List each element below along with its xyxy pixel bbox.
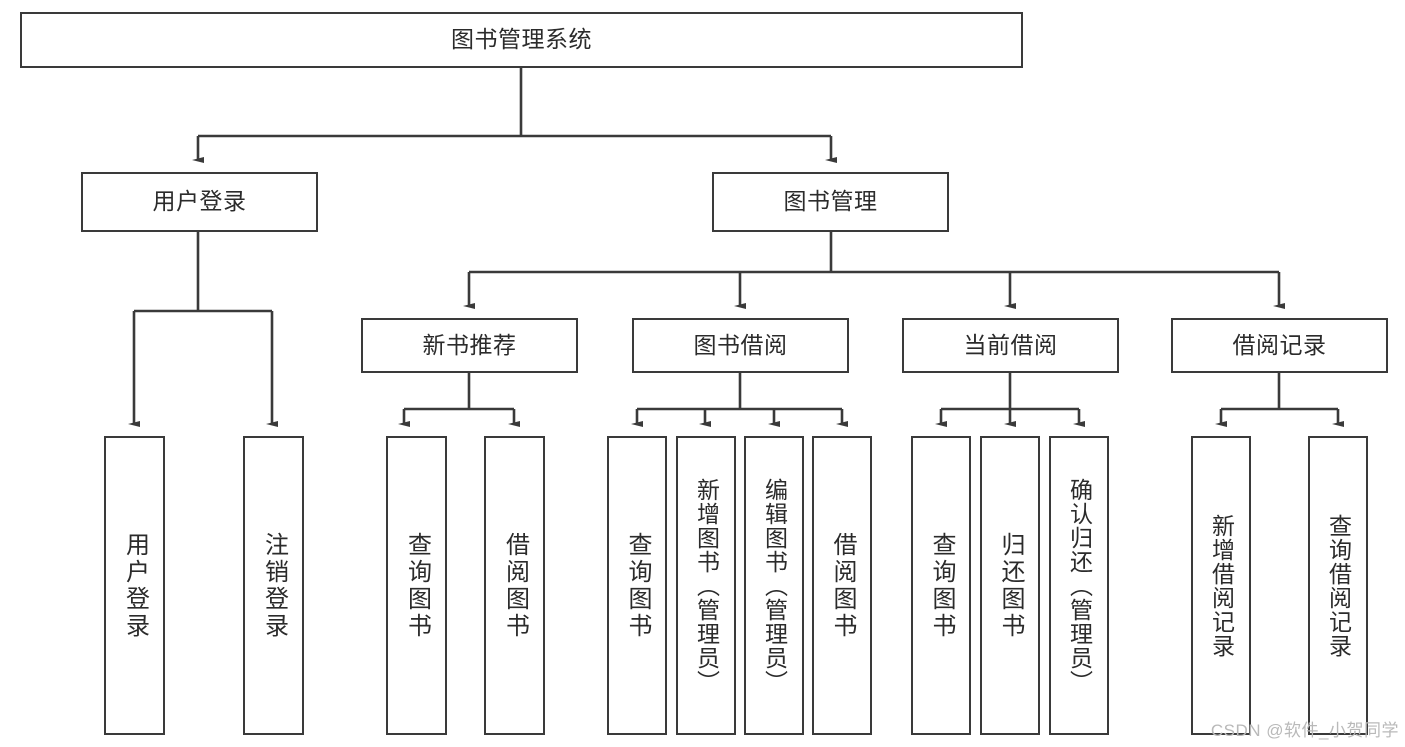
node-leaf-add-borrow-record-label: 新增借阅记录	[1208, 513, 1235, 658]
node-leaf-query-borrow-record-label: 查询借阅记录	[1325, 513, 1352, 658]
node-user-login-label: 用户登录	[152, 188, 247, 215]
node-root-label: 图书管理系统	[451, 26, 592, 53]
node-book-borrow-label: 图书借阅	[693, 331, 788, 358]
node-leaf-add-borrow-record[interactable]: 新增借阅记录	[1191, 436, 1251, 735]
node-leaf-add-book-admin-label: 新增图书（管理员）	[693, 477, 720, 694]
node-leaf-borrow-book-2[interactable]: 借阅图书	[812, 436, 872, 735]
node-leaf-user-login-label: 用户登录	[121, 531, 149, 640]
node-root[interactable]: 图书管理系统	[20, 12, 1023, 68]
node-leaf-confirm-return-admin-label: 确认归还（管理员）	[1066, 477, 1093, 694]
node-leaf-query-book-3[interactable]: 查询图书	[911, 436, 971, 735]
node-leaf-borrow-book-1-label: 借阅图书	[501, 531, 529, 640]
node-leaf-query-book-2-label: 查询图书	[624, 531, 651, 640]
node-book-borrow[interactable]: 图书借阅	[632, 318, 849, 373]
node-leaf-add-book-admin[interactable]: 新增图书（管理员）	[676, 436, 736, 735]
node-leaf-return-book[interactable]: 归还图书	[980, 436, 1040, 735]
node-user-login[interactable]: 用户登录	[81, 172, 318, 232]
node-borrow-records-label: 借阅记录	[1232, 331, 1327, 358]
csdn-watermark: CSDN @软件_小贺同学	[1210, 721, 1399, 740]
node-leaf-logout-label: 注销登录	[260, 531, 288, 640]
node-leaf-return-book-label: 归还图书	[997, 531, 1024, 640]
node-current-borrow-label: 当前借阅	[963, 331, 1058, 358]
node-leaf-query-borrow-record[interactable]: 查询借阅记录	[1308, 436, 1368, 735]
node-leaf-query-book-3-label: 查询图书	[928, 531, 955, 640]
node-leaf-confirm-return-admin[interactable]: 确认归还（管理员）	[1049, 436, 1109, 735]
node-leaf-edit-book-admin-label: 编辑图书（管理员）	[761, 477, 788, 694]
node-new-book-recommend[interactable]: 新书推荐	[361, 318, 578, 373]
node-borrow-records[interactable]: 借阅记录	[1171, 318, 1388, 373]
node-leaf-query-book-1-label: 查询图书	[403, 531, 431, 640]
node-current-borrow[interactable]: 当前借阅	[902, 318, 1119, 373]
node-leaf-user-login[interactable]: 用户登录	[104, 436, 165, 735]
node-leaf-borrow-book-2-label: 借阅图书	[829, 531, 856, 640]
node-leaf-query-book-2[interactable]: 查询图书	[607, 436, 667, 735]
node-new-book-recommend-label: 新书推荐	[422, 331, 517, 358]
node-leaf-logout[interactable]: 注销登录	[243, 436, 304, 735]
node-book-management[interactable]: 图书管理	[712, 172, 949, 232]
node-leaf-query-book-1[interactable]: 查询图书	[386, 436, 447, 735]
node-leaf-edit-book-admin[interactable]: 编辑图书（管理员）	[744, 436, 804, 735]
node-leaf-borrow-book-1[interactable]: 借阅图书	[484, 436, 545, 735]
node-book-management-label: 图书管理	[783, 188, 878, 215]
